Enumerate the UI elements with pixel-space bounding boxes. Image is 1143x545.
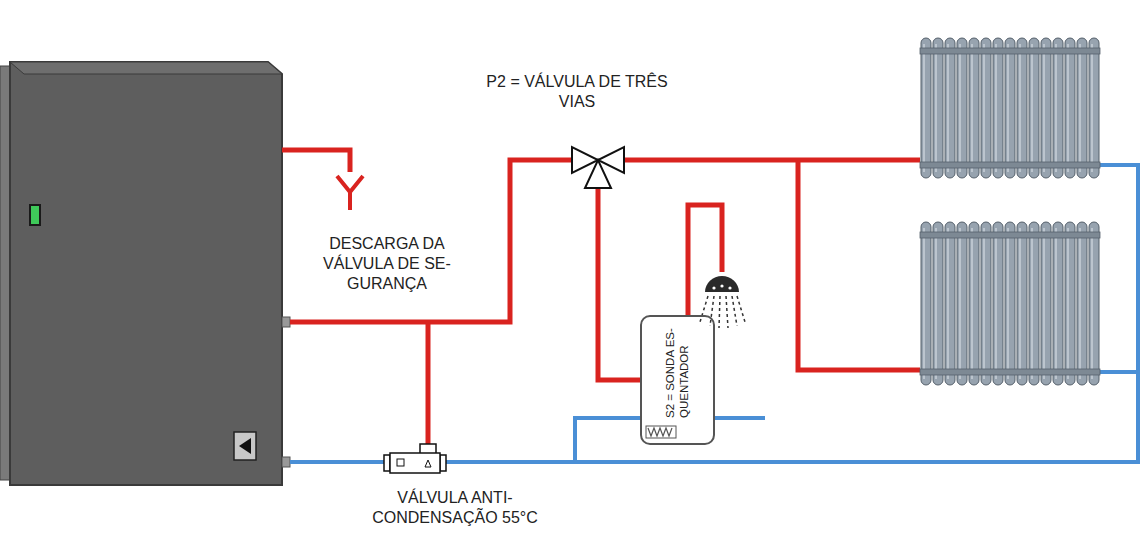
radiator-column [933,38,943,178]
radiator-column [1053,222,1063,385]
radiator-column [1005,38,1015,178]
radiator-highlight [995,228,997,379]
radiator-highlight [1007,228,1009,379]
anti-condensation-valve [384,444,446,473]
callout-label: DESCARGA DA VÁLVULA DE SE- GURANÇA [308,234,466,294]
radiator-column [1065,38,1075,178]
radiator-highlight [1079,228,1081,379]
radiator [920,222,1100,385]
radiator-highlight [1031,228,1033,379]
radiator-column [1029,222,1039,385]
radiators [920,38,1100,385]
radiator-highlight [1019,228,1021,379]
radiator-column [957,38,967,178]
radiator-column [921,222,931,385]
callout-label: P2 = VÁLVULA DE TRÊS VIAS [482,72,672,112]
radiator-column [933,222,943,385]
radiator-column [969,38,979,178]
radiator-column [993,38,1003,178]
callout-label: VÁLVULA ANTI- CONDENSAÇÃO 55°C [355,488,555,528]
radiator-highlight [923,44,925,172]
radiator-column [1077,222,1087,385]
radiator-highlight [1055,228,1057,379]
radiator-highlight [1019,44,1021,172]
radiator-column [1089,222,1099,385]
radiator-highlight [1091,44,1093,172]
radiator-column [1041,222,1051,385]
radiator-header [920,232,1100,238]
water-heater-tank: S2 = SONDA ES- QUENTADOR [640,315,715,445]
radiator-highlight [983,44,985,172]
radiator-highlight [959,44,961,172]
radiator-column [957,222,967,385]
shower-head [700,276,745,328]
radiator-header [920,369,1100,375]
radiator-column [945,222,955,385]
radiator-column [945,38,955,178]
radiator-column [1029,38,1039,178]
radiator-column [1017,38,1027,178]
radiator-highlight [1067,228,1069,379]
radiator-highlight [1043,228,1045,379]
radiator-header [920,48,1100,54]
radiator-column [1053,38,1063,178]
radiator-highlight [971,228,973,379]
radiator-column [1065,222,1075,385]
radiator-column [981,222,991,385]
radiator-highlight [1067,44,1069,172]
discharge-funnel [337,176,363,210]
radiator-highlight [923,228,925,379]
radiator-highlight [1007,44,1009,172]
radiator-column [993,222,1003,385]
radiator-column [1017,222,1027,385]
radiator-highlight [1031,44,1033,172]
radiator-highlight [947,44,949,172]
radiator-column [981,38,991,178]
radiator-column [1041,38,1051,178]
radiator-column [921,38,931,178]
three-way-valve [572,147,624,188]
radiator-highlight [995,44,997,172]
radiator-highlight [971,44,973,172]
radiator-column [1089,38,1099,178]
radiator-highlight [947,228,949,379]
radiator-highlight [935,44,937,172]
radiator-column [969,222,979,385]
boiler [0,62,290,485]
radiator-highlight [983,228,985,379]
radiator-column [1005,222,1015,385]
radiator-highlight [1055,44,1057,172]
flow-pipes [282,150,920,446]
radiator-column [1077,38,1087,178]
water-heater [640,315,715,445]
radiator-highlight [959,228,961,379]
radiator-header [920,162,1100,168]
radiator-highlight [1091,228,1093,379]
radiator-highlight [1079,44,1081,172]
tank-label: S2 = SONDA ES- QUENTADOR [663,318,691,418]
return-pipes [290,165,1138,462]
radiator-highlight [1043,44,1045,172]
radiator-highlight [935,228,937,379]
radiator [920,38,1100,178]
